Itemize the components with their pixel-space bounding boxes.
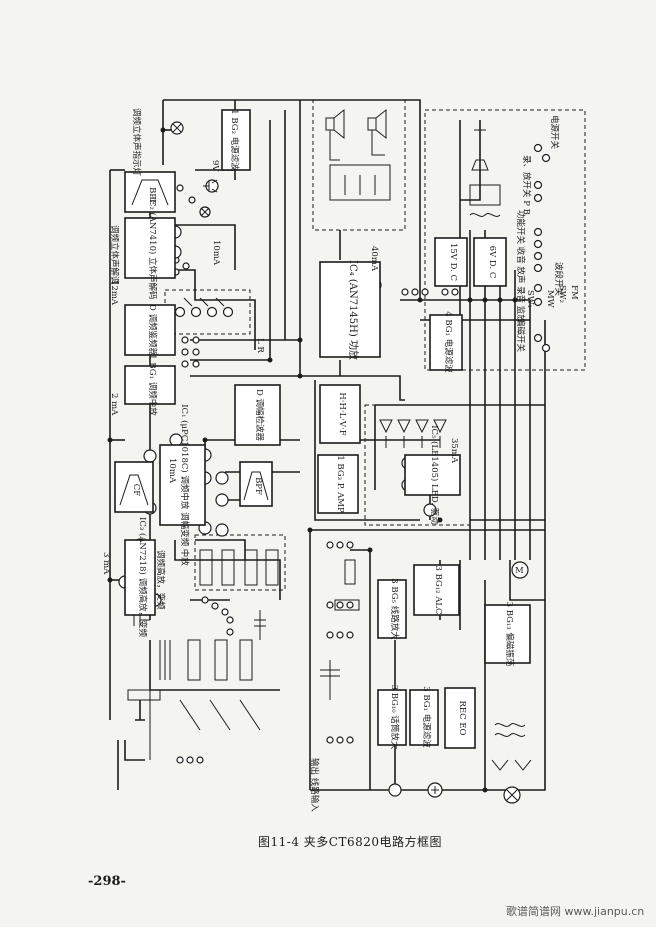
band-sw1: SW₁ (525, 290, 535, 308)
block-pamp: 1 BG₃ P. AMP (317, 454, 359, 514)
block-dolby: H·H·L·V·F (319, 384, 361, 444)
band-sw2: SW₂ (557, 285, 567, 303)
svg-text:6V D. C: 6V D. C (487, 246, 497, 279)
passive-components (133, 559, 360, 700)
svg-text:IC₂ (AN7410) 立体声解码: IC₂ (AN7410) 立体声解码 (147, 196, 158, 299)
level-led-icons (379, 419, 447, 448)
svg-text:BPF: BPF (147, 187, 157, 205)
svg-text:1 BG₂ 电源滤波: 1 BG₂ 电源滤波 (229, 109, 240, 171)
block-rec-eo: REC EO (444, 687, 476, 749)
block-bpf-mid: BPF (239, 461, 273, 507)
block-ic3: IC₃ (AN7218) 调频高放，变频 (124, 517, 156, 638)
svg-text:4 BG₁ 电源滤波: 4 BG₁ 电源滤波 (443, 311, 454, 373)
record-play-switch-label: 录、放开关 P B (521, 155, 532, 215)
speaker-icon (325, 108, 391, 201)
svg-text:IC₃ (AN7218) 调频高放，变频: IC₃ (AN7218) 调频高放，变频 (137, 517, 148, 638)
block-ic5: IC₅ (LB1405) LED. 驱动 (404, 425, 461, 525)
svg-text:CF: CF (131, 484, 141, 497)
page-number: -298- (88, 874, 126, 889)
svg-text:IC₄ (AN7145H) 功放: IC₄ (AN7145H) 功放 (347, 260, 360, 360)
svg-text:3 BG₅ 线路放大: 3 BG₅ 线路放大 (389, 578, 400, 640)
block-bg4: 4 BG₁ 电源滤波 (429, 311, 463, 373)
motor-icon: M (511, 561, 529, 579)
svg-text:3 BG₁₀ 话筒放大: 3 BG₁₀ 话筒放大 (389, 685, 400, 750)
svg-text:REC EO: REC EO (457, 701, 467, 736)
svg-text:D 调幅检波器: D 调幅检波器 (254, 389, 265, 442)
block-dc6: 6V D. C (473, 237, 507, 287)
block-ic1: IC₁ (μPC1018C) 调频中放 调幅变频 中放 (159, 404, 206, 566)
svg-text:BPF: BPF (253, 477, 263, 495)
jack-icons (388, 723, 532, 804)
function-switch-label: 功能开关 收音 放声 录音 监放 (515, 210, 526, 323)
block-fm-if: 1 BG₁ 调频中放 (124, 354, 176, 416)
power-switch-label: 电源开关 (549, 115, 560, 150)
motor-label: M (515, 566, 524, 576)
block-ic4: IC₄ (AN7145H) 功放 (319, 260, 381, 360)
if-transformers (199, 549, 279, 586)
block-bpf-top: BPF (124, 171, 176, 213)
lr-label: L R (255, 338, 265, 353)
dashed-enclosures (164, 99, 586, 591)
band-mw: MW (545, 290, 555, 308)
block-am-det: D 调幅检波器 (234, 384, 281, 446)
figure-caption: 图11-4 夹多CT6820电路方框图 (258, 835, 442, 849)
stereo-decoder-label: 调频立体声解调 (109, 225, 120, 285)
svg-text:IC₁ (μPC1018C) 调频中放 调幅变频 中放: IC₁ (μPC1018C) 调频中放 调幅变频 中放 (179, 404, 190, 566)
current-3ma: 3 mA (101, 552, 111, 575)
annotations: 调频立体声指示灯 调频立体声解调 12mA 2 mA 3 mA 10mA 10m… (101, 108, 459, 812)
tape-head-icon (469, 129, 501, 217)
block-demod: D 调频鉴频器 (124, 304, 176, 357)
svg-text:3 BG₁₂ ALC: 3 BG₁₂ ALC (433, 565, 443, 614)
junction-dots (107, 127, 518, 793)
block-line-amp: 3 BG₅ 线路放大 (377, 578, 407, 640)
tuning-led-icon (174, 297, 234, 318)
antenna-icon (117, 689, 161, 790)
block-cf: CF (114, 461, 154, 513)
stereo-lamp-icon (170, 121, 184, 135)
rf-transformers (149, 639, 261, 760)
block-bg2: 1 BG₂ 电源滤波 (221, 109, 251, 171)
tuner-side-label: 调频高放，变频 (155, 550, 166, 610)
svg-text:3 BG₁₃ 偏磁振荡: 3 BG₁₃ 偏磁振荡 (504, 602, 515, 667)
svg-text:D 调频鉴频器: D 调频鉴频器 (147, 304, 158, 357)
band-fm: FM (569, 285, 579, 300)
output-input-label: 输出 线路输入 (309, 758, 320, 812)
current-10ma-left: 10mA (167, 458, 177, 484)
block-filter: 3 BG₁ 电源滤波 (409, 686, 439, 748)
switch-labels: 电源开关 录、放开关 P B 功能开关 收音 放声 录音 监放 波段开关 MW … (515, 115, 579, 353)
current-12ma: 12mA (109, 280, 119, 306)
block-mic-amp: 3 BG₁₀ 话筒放大 (377, 685, 407, 750)
transistor-icon (199, 179, 219, 218)
block-dc15: 15V D. C (434, 237, 468, 287)
stereo-indicator-label: 调频立体声指示灯 (131, 108, 142, 177)
band-switch-title: 波段开关 (553, 262, 564, 297)
svg-text:1 BG₃ P. AMP: 1 BG₃ P. AMP (335, 455, 345, 513)
voltage-9v: 9V (210, 160, 220, 172)
block-ic2: IC₂ (AN7410) 立体声解码 (124, 196, 176, 300)
current-10ma-mid: 10mA (211, 240, 221, 266)
svg-text:IC₅ (LB1405) LED. 驱动: IC₅ (LB1405) LED. 驱动 (429, 425, 440, 525)
block-alc: 3 BG₁₂ ALC (413, 564, 460, 616)
svg-text:15V D. C: 15V D. C (448, 243, 458, 281)
current-35ma: 35mA (449, 438, 459, 464)
svg-text:1 BG₁ 调频中放: 1 BG₁ 调频中放 (147, 354, 158, 416)
svg-text:H·H·L·V·F: H·H·L·V·F (337, 392, 347, 435)
current-40ma: 40mA (369, 246, 379, 272)
bias-switch-label: 偏磁开关 (515, 318, 526, 353)
block-osc: 3 BG₁₃ 偏磁振荡 (484, 602, 531, 667)
current-2ma: 2 mA (109, 393, 119, 416)
watermark-text: 歌谱简谱网 www.jianpu.cn (506, 905, 645, 918)
svg-text:3 BG₁ 电源滤波: 3 BG₁ 电源滤波 (421, 686, 432, 748)
